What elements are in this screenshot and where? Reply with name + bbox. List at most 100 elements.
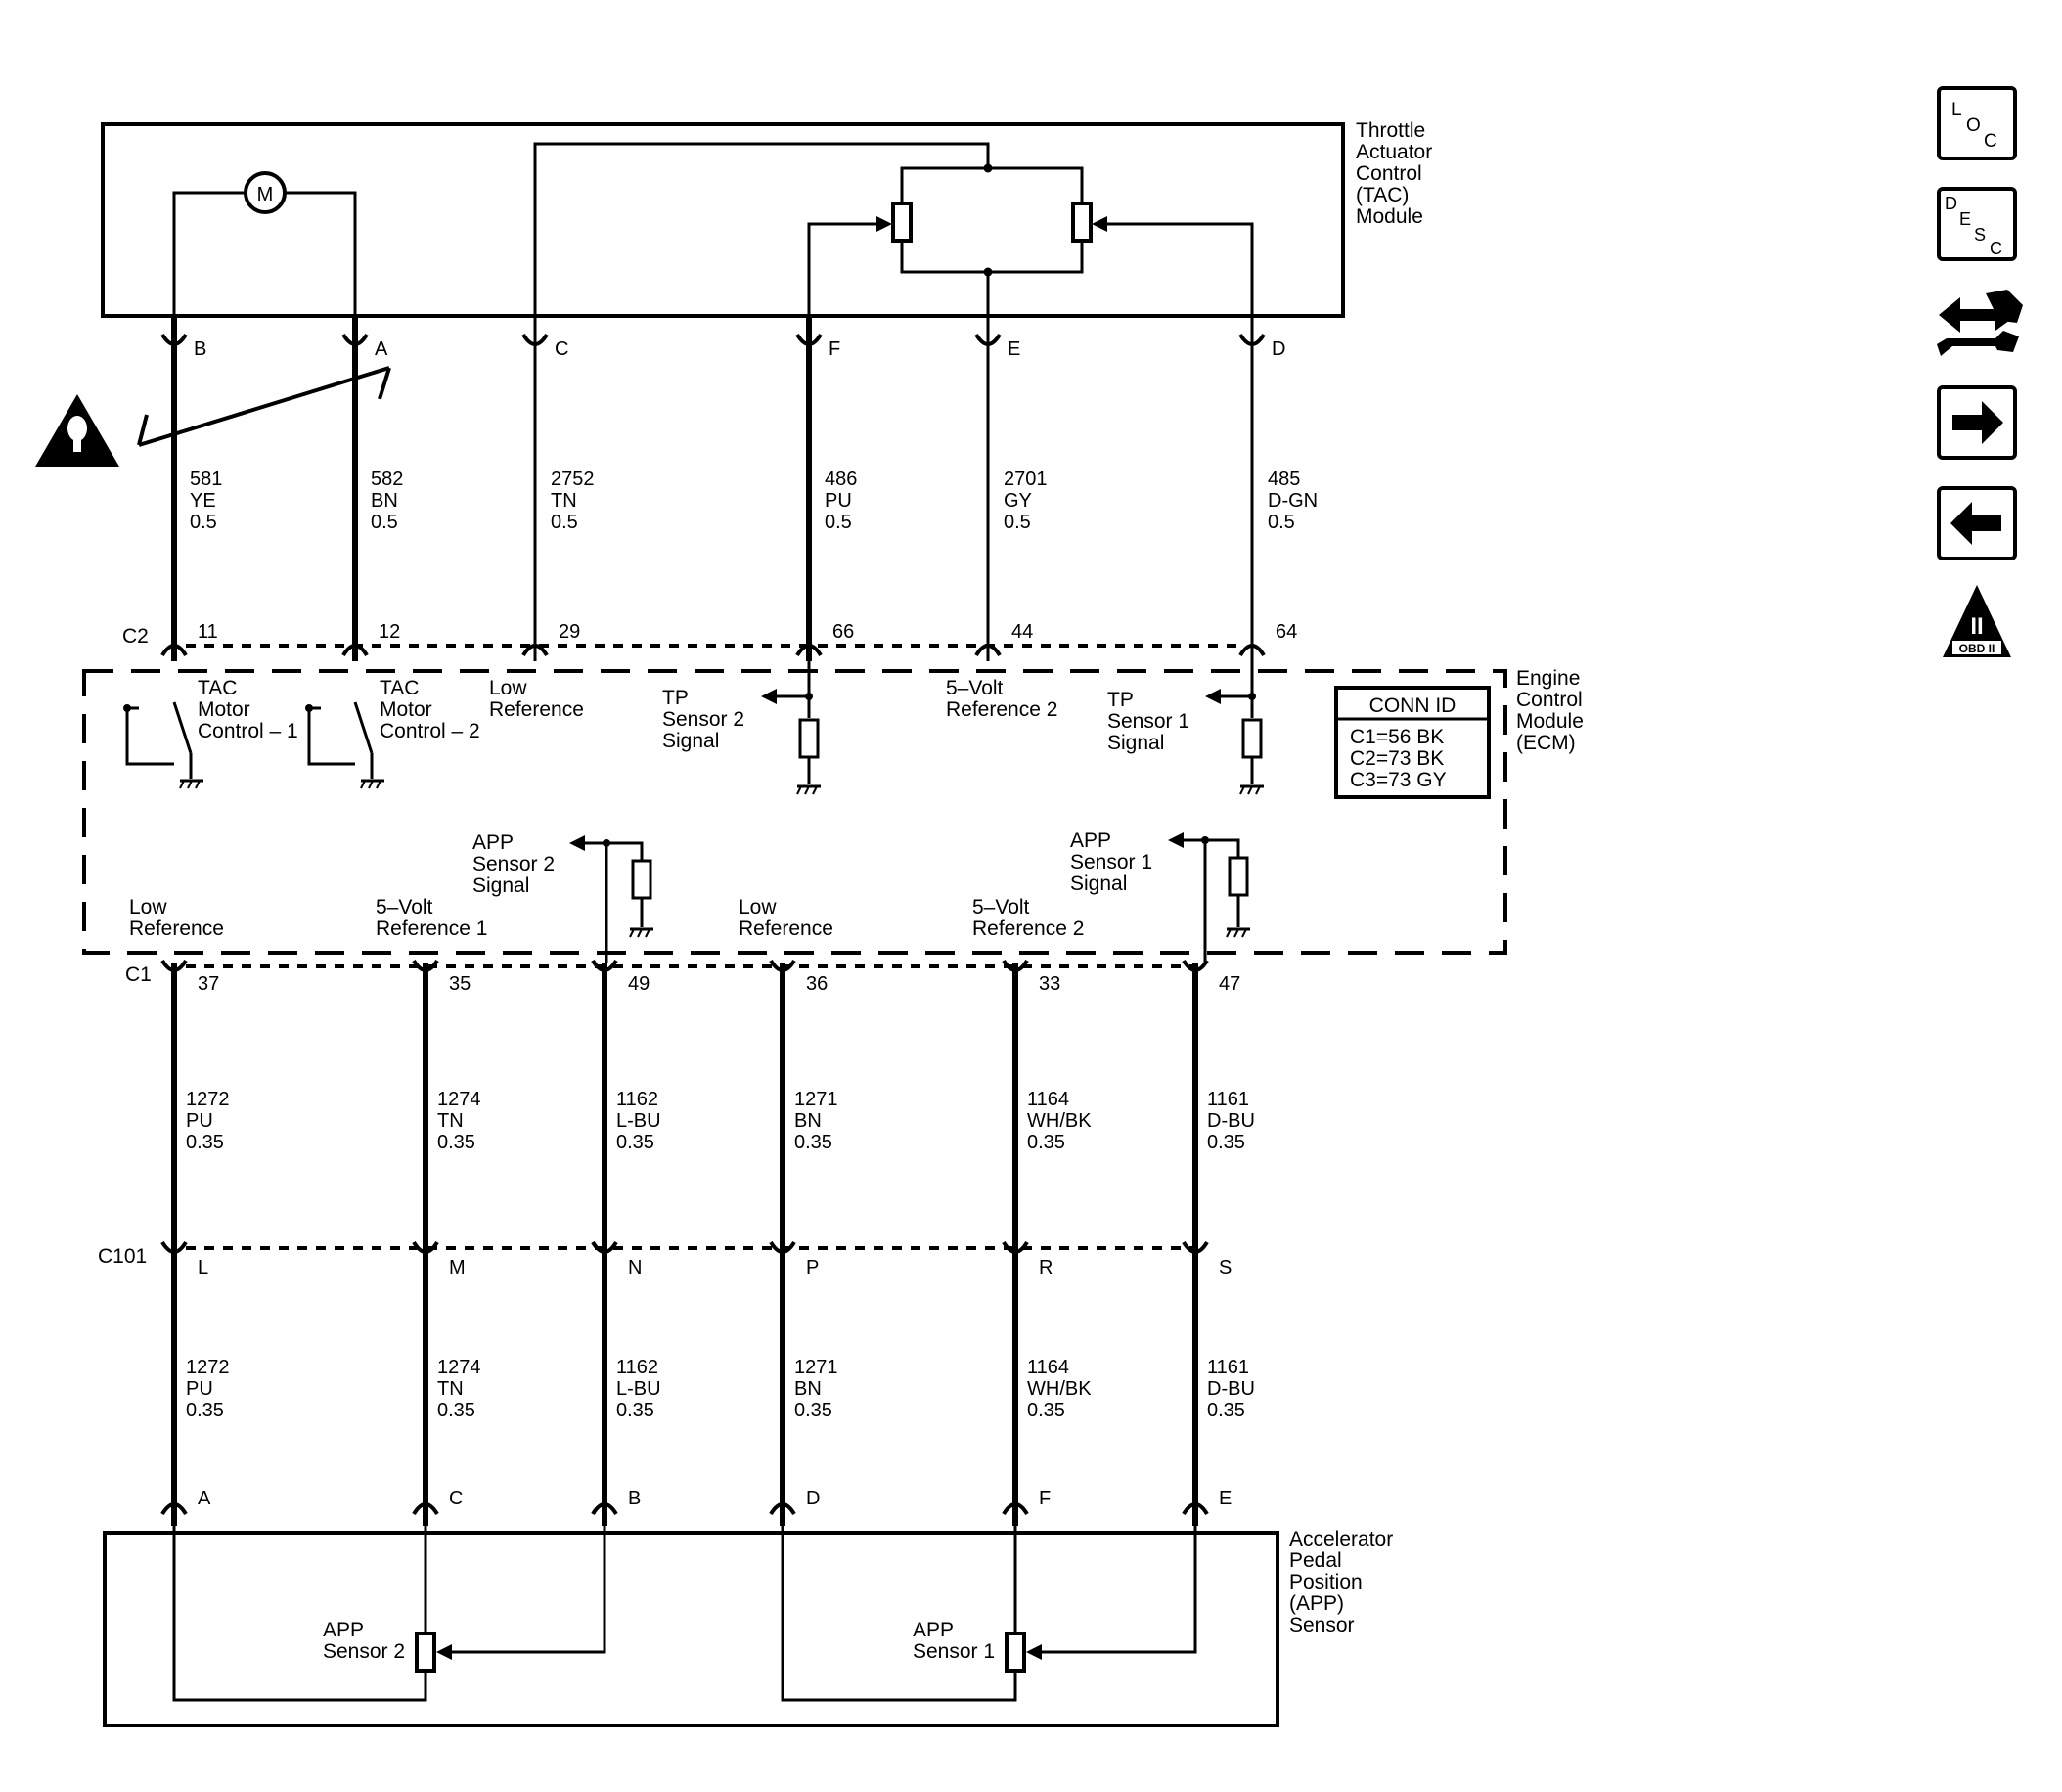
ecm-app2-label-2: Sensor 2 [472,853,555,875]
c101-terminal-5 [1002,1240,1029,1254]
tac-module-label-5: Module [1356,205,1423,228]
upper-wire-color-5: GY [1004,490,1032,512]
app-sensor-1-low-wire [781,1526,1017,1702]
tac-module-label-1: Throttle [1356,119,1425,142]
connector-tool-icon [1937,290,2023,356]
c101-pin-label-3: N [628,1257,642,1278]
tp-sensor-2-wiper [807,222,878,318]
tac-wire-c-internal [533,142,990,318]
app-sensor-box [103,1531,1279,1727]
tac-pin-label-3: C [555,338,568,360]
middle-wire-color-3: L-BU [616,1110,661,1132]
c1-pin-label-1: 37 [198,973,219,995]
tac-terminal-1 [160,333,188,346]
tac-terminal-4 [795,333,823,346]
tac-module-label-4: (TAC) [1356,184,1409,206]
c101-pin-label-2: M [449,1257,466,1278]
c101-terminal-3 [591,1240,618,1254]
loc-button[interactable]: L O C [1937,86,2017,160]
lower-wire-gauge-1: 0.35 [186,1400,224,1421]
lower-wire-gauge-5: 0.35 [1027,1400,1065,1421]
app-terminal-6 [1182,1502,1209,1516]
caution-icon [35,366,391,467]
ground-icon [796,784,821,795]
next-button[interactable] [1937,385,2017,460]
obd-ii-label: OBD II [1959,642,1995,655]
desc-button[interactable]: D E S C [1937,187,2017,261]
c2-pin-label-2: 12 [379,621,400,643]
tac-pin-label-2: A [375,338,388,360]
tac-module-label-3: Control [1356,162,1422,185]
tac-module-label-2: Actuator [1356,141,1432,163]
conn-id-title: CONN ID [1369,694,1457,717]
c101-pin-label-5: R [1039,1257,1053,1278]
tp-sensor-1-wiper [1105,222,1254,318]
arrow-right-icon [1952,401,2003,444]
conn-id-line-2: C2=73 BK [1350,747,1444,770]
ecm-tac2-label-2: Motor [380,698,432,721]
middle-wire-color-2: TN [437,1110,464,1132]
middle-wire-color-6: D-BU [1207,1110,1255,1132]
ecm-app2-label-3: Signal [472,874,529,897]
loc-icon-letter-1: L [1951,100,1962,120]
tac-pin-label-1: B [194,338,206,360]
app-sensor-2-low-wire [172,1526,427,1702]
arrow-head [876,216,892,232]
loc-icon-letter-3: C [1984,131,1997,152]
lower-wire-circuit-4: 1271 [794,1357,838,1378]
c1-terminal-4 [769,959,796,972]
ecm-label-4: (ECM) [1516,732,1576,754]
middle-wire-circuit-4: 1271 [794,1089,838,1110]
previous-button[interactable] [1937,486,2017,560]
app-pin-label-6: E [1219,1488,1232,1509]
c1-terminal-6 [1182,959,1209,972]
arrow-head [1092,216,1107,232]
lower-wire-color-4: BN [794,1378,822,1400]
app-sensor-2-signal-wire [450,1526,606,1654]
c2-pin-label-1: 11 [198,621,218,643]
c101-pin-label-1: L [198,1257,208,1278]
arrow-left-icon [1950,502,2001,545]
upper-wire-gauge-3: 0.5 [551,512,578,533]
ground-icon [1226,927,1250,938]
ecm-ref1-label-1: 5–Volt [376,896,433,918]
middle-wire-circuit-3: 1162 [616,1089,658,1110]
ecm-tp1-label-2: Sensor 1 [1107,710,1189,733]
upper-wire-circuit-4: 486 [825,469,857,490]
middle-wire-color-4: BN [794,1110,822,1132]
c2-terminal-6 [1238,644,1266,657]
upper-wire-circuit-2: 582 [371,469,403,490]
app-sensor-label-3: Position [1289,1571,1363,1593]
c2-terminal-1 [160,644,188,657]
ecm-ref2-label-1: 5–Volt [946,677,1004,699]
upper-wire-gauge-4: 0.5 [825,512,852,533]
ecm-tac2-label-3: Control – 2 [380,720,480,742]
app-sensor-label-4: (APP) [1289,1592,1344,1615]
middle-wire-circuit-5: 1164 [1027,1089,1069,1110]
c101-pin-label-6: S [1219,1257,1232,1278]
lower-wire-circuit-6: 1161 [1207,1357,1249,1378]
c1-terminal-5 [1002,959,1029,972]
app-sensor-label-1: Accelerator [1289,1528,1393,1550]
app-sensor-1-label-2: Sensor 1 [913,1640,995,1663]
ecm-lowref-label-1: Low [489,677,527,699]
middle-wire-gauge-2: 0.35 [437,1132,475,1153]
middle-wire-gauge-6: 0.35 [1207,1132,1245,1153]
tp-sensor-1-resistor [1071,202,1093,243]
ground-icon [360,779,384,789]
connector-view-button[interactable] [1937,290,2023,356]
tac-motor-control-2-switch [305,701,374,779]
ground-icon [629,927,653,938]
c1-pin-label-2: 35 [449,973,471,995]
obd-ii-button[interactable]: II OBD II [1943,585,2011,657]
middle-wire-gauge-3: 0.35 [616,1132,654,1153]
c1-pin-label-3: 49 [628,973,650,995]
obd-ii-icon: II OBD II [1943,585,2011,657]
ground-icon [1239,784,1264,795]
upper-wire-color-6: D-GN [1268,490,1318,512]
ecm-lowref-label-2: Reference [489,698,584,721]
ecm-ref2b-label-1: 5–Volt [972,896,1030,918]
middle-wire-color-1: PU [186,1110,213,1132]
c2-pin-label-4: 66 [832,621,854,643]
ecm-label-3: Module [1516,710,1584,733]
